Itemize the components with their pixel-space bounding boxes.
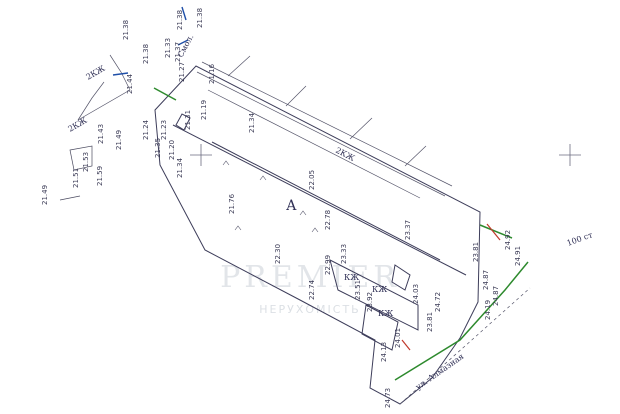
- elevation-mark: 22.05: [308, 170, 316, 190]
- kzh-label-1: КЖ: [344, 273, 359, 282]
- gas-line-top: [153, 87, 177, 101]
- kzh-label-2: КЖ: [372, 285, 387, 294]
- elevation-mark: 21.24: [142, 119, 150, 140]
- elevation-mark: 24.01: [394, 328, 402, 348]
- elevation-mark: 21.27: [178, 62, 186, 82]
- elevation-mark: 22.30: [274, 244, 282, 264]
- elevation-mark: 21.20: [168, 140, 176, 160]
- left-structure: [59, 145, 93, 201]
- elevation-mark: 23.81: [472, 242, 480, 262]
- elevation-mark: 21.43: [97, 124, 105, 144]
- gas-line: [153, 87, 529, 381]
- blue-markers: [112, 6, 189, 76]
- street-edge-3: [207, 89, 421, 199]
- elevation-mark: 21.49: [115, 130, 123, 150]
- elevation-mark: 21.23: [160, 120, 168, 140]
- elevation-mark: 21.51: [72, 168, 80, 188]
- elevation-mark: 23.33: [340, 244, 348, 264]
- small-structure: [391, 264, 411, 291]
- elevation-mark: 23.92: [366, 292, 374, 312]
- elevation-mark: 24.92: [504, 230, 512, 250]
- street-edge-2: [201, 61, 453, 187]
- elevation-mark: 21.33: [164, 38, 172, 58]
- kzh-label-3: КЖ: [378, 309, 393, 318]
- veg-3: [299, 210, 307, 216]
- grid-crosshairs: [190, 144, 581, 166]
- left-wall: [59, 195, 81, 201]
- elevation-mark: 22.74: [308, 279, 316, 300]
- gas-line-right: [479, 224, 513, 239]
- elevation-mark: 23.51: [354, 280, 362, 300]
- elevation-mark: 24.91: [514, 246, 522, 266]
- left-building: [69, 145, 93, 171]
- watermark-subtitle: НЕРУХОМІСТЬ: [259, 303, 360, 316]
- elevation-mark: 21.34: [248, 112, 256, 133]
- elevation-mark: 24.87: [492, 286, 500, 306]
- elevation-mark: 22.78: [324, 210, 332, 230]
- elevation-mark: 21.37: [174, 42, 182, 62]
- road-edge-dashed: [399, 287, 531, 405]
- small-shed: [175, 113, 191, 131]
- road-name: ул. Алмазная: [414, 352, 465, 392]
- red-markers: [401, 223, 501, 351]
- elevation-mark: 21.38: [142, 44, 150, 64]
- parcel-letter: А: [286, 198, 297, 214]
- crosshair-left: [190, 144, 212, 166]
- street-tick-3: [349, 117, 373, 140]
- 2kzh-label-street: 2КЖ: [334, 146, 356, 163]
- elevation-mark: 21.38: [196, 8, 204, 28]
- elevation-mark: 21.49: [41, 185, 49, 205]
- pole-label: 100 ст: [566, 230, 595, 248]
- marker-blue-2: [177, 39, 189, 46]
- marker-red-2: [401, 339, 411, 351]
- elevation-mark: 22.99: [324, 255, 332, 275]
- elevation-mark: 21.44: [126, 73, 134, 94]
- watermark-brand: PREMIER: [220, 260, 400, 295]
- elevation-mark: 21.35: [154, 138, 162, 158]
- elevation-mark: 21.31: [184, 110, 192, 130]
- elevation-mark: 21.59: [96, 166, 104, 186]
- street-outline: [77, 54, 453, 199]
- street-tick-1: [227, 55, 251, 77]
- annex-outline: [361, 304, 399, 351]
- elevation-mark: 21.76: [228, 193, 236, 214]
- gas-line-road: [394, 261, 529, 381]
- marker-blue-1: [112, 72, 129, 76]
- elevation-mark: 21.38: [176, 10, 184, 30]
- marker-red-1: [486, 223, 501, 241]
- inner-line-1: [172, 124, 467, 276]
- vegetation-symbols: [222, 160, 319, 233]
- elevation-mark: 21.16: [208, 63, 216, 84]
- street-left-edge: [77, 54, 131, 121]
- elevation-mark: 21.19: [200, 100, 208, 120]
- 2kzh-label-top: 2КЖ: [85, 64, 107, 82]
- marker-blue-3: [181, 6, 187, 21]
- veg-1: [222, 160, 230, 166]
- veg-5: [234, 225, 242, 231]
- inner-line-2: [211, 141, 441, 261]
- elevation-mark: 24.13: [380, 342, 388, 362]
- veg-4: [311, 227, 319, 233]
- elevation-mark: 21.34: [176, 157, 184, 178]
- watermark: PREMIER НЕРУХОМІСТЬ: [220, 260, 400, 316]
- crosshair-right: [559, 144, 581, 166]
- elevation-mark: 23.81: [426, 312, 434, 332]
- elevation-mark: 24.03: [412, 284, 420, 304]
- elevation-mark: 24.72: [434, 292, 442, 312]
- veg-2: [259, 175, 267, 181]
- elevation-mark: 24.19: [484, 300, 492, 320]
- elevation-mark: 21.53: [82, 152, 90, 172]
- street-tick-2: [285, 85, 307, 107]
- elevation-mark: 21.38: [122, 20, 130, 40]
- elevation-mark: 24.87: [482, 270, 490, 290]
- elevation-mark: 23.37: [404, 220, 412, 240]
- 2kzh-label-left: 2КЖ: [67, 116, 89, 134]
- elevation-mark: 24.73: [384, 388, 392, 408]
- street-edge-1: [196, 71, 446, 197]
- building-outline: [329, 259, 419, 331]
- street-tick-4: [404, 145, 427, 167]
